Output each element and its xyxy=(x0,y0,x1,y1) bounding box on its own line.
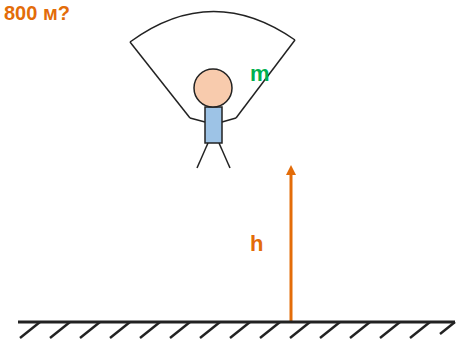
height-label: h xyxy=(250,232,263,256)
height-arrow xyxy=(290,170,293,321)
mass-label: m xyxy=(250,62,270,86)
body xyxy=(205,107,222,143)
suspension-line xyxy=(130,42,190,118)
head xyxy=(194,69,232,107)
leg xyxy=(197,143,208,168)
arm xyxy=(222,118,236,122)
canopy-arc xyxy=(130,11,295,42)
ground-hatching xyxy=(20,322,455,338)
arm xyxy=(190,118,205,122)
ground-line xyxy=(18,321,455,324)
question-text: 800 м? xyxy=(4,2,70,24)
leg xyxy=(219,143,230,168)
suspension-line xyxy=(236,40,295,118)
